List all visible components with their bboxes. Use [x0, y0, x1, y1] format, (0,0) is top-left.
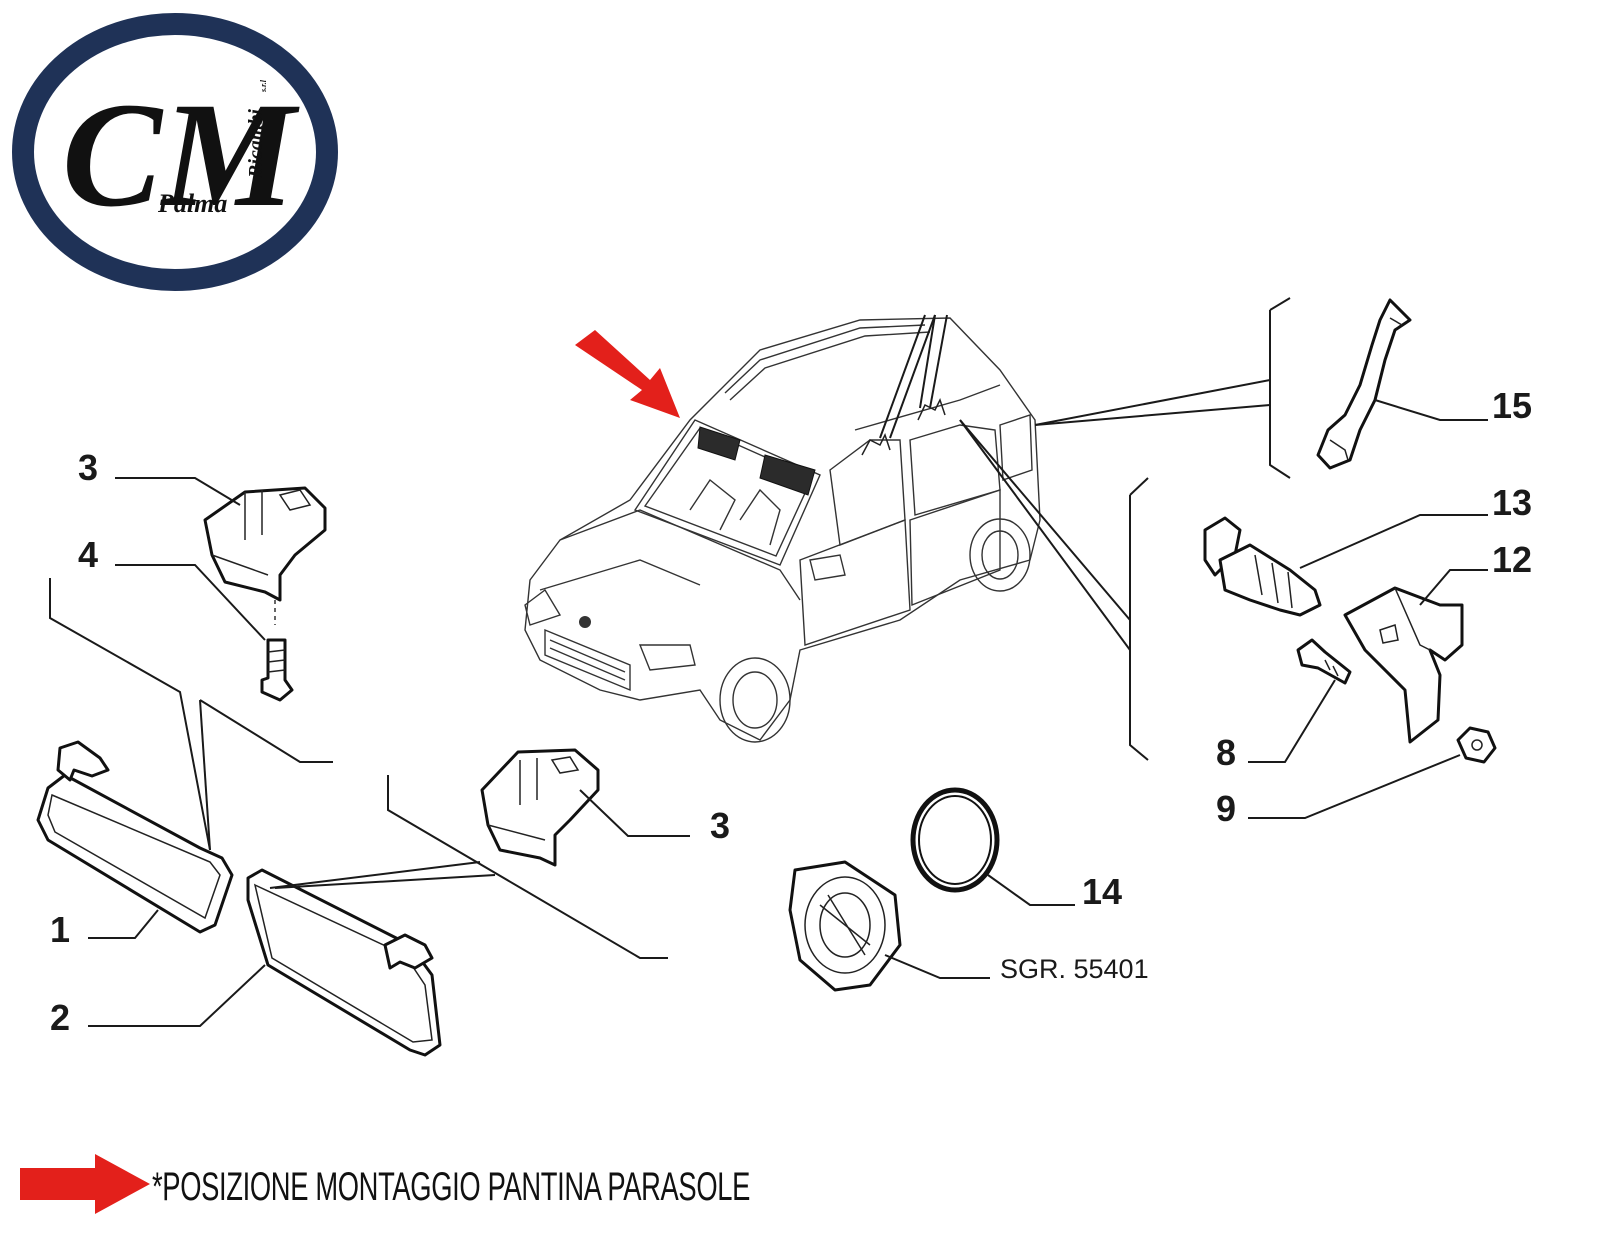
- red-arrow-icon: [575, 330, 680, 418]
- part-8: [1296, 638, 1352, 685]
- logo-subtitle: Ricambi: [245, 109, 267, 179]
- part-12: [1343, 586, 1464, 744]
- label-1: 1: [50, 909, 70, 950]
- logo-suffix: s.r.l: [259, 79, 268, 93]
- caption-arrow-icon: [20, 1154, 150, 1214]
- part-1-sun-visor: [36, 740, 234, 934]
- mounting-position-caption: *POSIZIONE MONTAGGIO PANTINA PARASOLE: [152, 1165, 750, 1209]
- part-14: [910, 787, 1000, 893]
- part-13: [1203, 516, 1322, 617]
- label-8: 8: [1216, 732, 1236, 773]
- part-4: [260, 638, 294, 702]
- label-12: 12: [1492, 539, 1532, 580]
- company-logo: CM Palma Ricambi s.r.l: [12, 13, 338, 291]
- label-13: 13: [1492, 482, 1532, 523]
- part-2-sun-visor: [246, 868, 442, 1057]
- part-3-center: [480, 748, 600, 867]
- logo-initials: CM: [62, 72, 300, 238]
- part-9: [1456, 726, 1497, 764]
- label-2: 2: [50, 997, 70, 1038]
- label-14: 14: [1082, 871, 1122, 912]
- label-3-top: 3: [78, 447, 98, 488]
- speaker-reference: SGR. 55401: [1000, 954, 1149, 984]
- speaker-part: [788, 860, 902, 992]
- car-drawing: [524, 317, 1041, 743]
- part-3-top: [203, 486, 327, 602]
- label-9: 9: [1216, 788, 1236, 829]
- label-15: 15: [1492, 385, 1532, 426]
- label-3-center: 3: [710, 805, 730, 846]
- part-15: [1316, 298, 1412, 470]
- label-4: 4: [78, 534, 98, 575]
- logo-name: Palma: [157, 189, 227, 218]
